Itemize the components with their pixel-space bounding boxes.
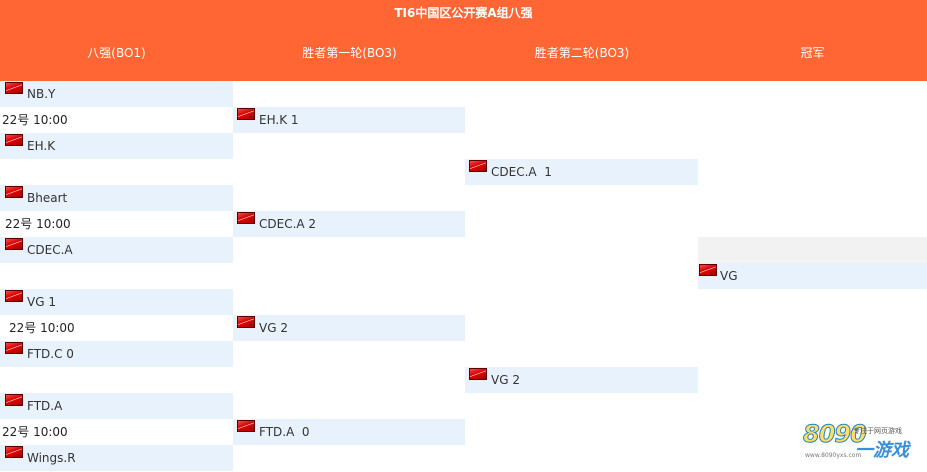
team-flag-icon <box>5 82 23 94</box>
round-title-quarterfinal: 八强(BO1) <box>87 46 146 60</box>
logo-url: www.8090yxs.com <box>805 452 862 459</box>
team-name: FTD.A 0 <box>259 425 310 439</box>
match-time: 22号 10:00 <box>5 217 71 231</box>
team-flag-icon <box>469 368 487 380</box>
winners-round-2-slot: CDEC.A 1 <box>465 159 698 185</box>
team-name: Bheart <box>27 191 68 205</box>
quarterfinal-team-slot: Bheart <box>0 185 233 211</box>
round-title-champion: 冠军 <box>800 46 825 60</box>
team-flag-icon <box>5 446 23 458</box>
team-flag-icon <box>5 342 23 354</box>
match-time-row: 22号 10:00 <box>0 211 233 237</box>
team-name: NB.Y <box>27 87 56 101</box>
match-time-row: 22号 10:00 <box>0 107 233 133</box>
team-name: CDEC.A 2 <box>259 217 317 231</box>
logo-text: 一游戏 <box>855 440 909 461</box>
team-flag-icon <box>5 394 23 406</box>
site-logo: 8090 专注于网页游戏 一游戏 www.8090yxs.com <box>803 418 923 468</box>
team-flag-icon <box>5 186 23 198</box>
match-time-row: 22号 10:00 <box>0 419 233 445</box>
quarterfinal-team-slot: FTD.A <box>0 393 233 419</box>
champion-name: VG <box>720 269 738 283</box>
winners-round-2-slot: VG 2 <box>465 367 698 393</box>
team-flag-icon <box>237 420 255 432</box>
match-time: 22号 10:00 <box>2 425 68 439</box>
team-name: VG 2 <box>491 373 520 387</box>
bracket-header: TI6中国区公开赛A组八强 八强(BO1) 胜者第一轮(BO3) 胜者第二轮(B… <box>0 0 927 81</box>
bracket-title: TI6中国区公开赛A组八强 <box>394 6 533 20</box>
quarterfinal-team-slot: CDEC.A <box>0 237 233 263</box>
team-name: VG 1 <box>27 295 56 309</box>
logo-number: 8090 <box>803 420 868 449</box>
team-name: CDEC.A 1 <box>491 165 552 179</box>
round-title-winners-round-1: 胜者第一轮(BO3) <box>302 46 397 60</box>
winners-round-1-slot: EH.K 1 <box>233 107 465 133</box>
team-flag-icon <box>5 290 23 302</box>
team-flag-icon <box>237 316 255 328</box>
winners-round-1-slot: FTD.A 0 <box>233 419 465 445</box>
champion-slot: VG <box>698 263 927 289</box>
logo-tagline: 专注于网页游戏 <box>853 427 902 435</box>
match-time-row: 22号 10:00 <box>0 315 233 341</box>
team-name: EH.K <box>27 139 56 153</box>
team-name: Wings.R <box>27 451 76 465</box>
quarterfinal-team-slot: VG 1 <box>0 289 233 315</box>
quarterfinal-team-slot: NB.Y <box>0 81 233 107</box>
team-name: FTD.A <box>27 399 63 413</box>
team-flag-icon <box>5 238 23 250</box>
match-time: 22号 10:00 <box>2 113 68 127</box>
team-flag-icon <box>5 134 23 146</box>
winners-round-1-slot: CDEC.A 2 <box>233 211 465 237</box>
team-flag-icon <box>237 212 255 224</box>
team-flag-icon <box>237 108 255 120</box>
quarterfinal-team-slot: EH.K <box>0 133 233 159</box>
team-name: EH.K 1 <box>259 113 299 127</box>
quarterfinal-team-slot: FTD.C 0 <box>0 341 233 367</box>
team-name: CDEC.A <box>27 243 73 257</box>
champion-spacer <box>698 237 927 263</box>
team-flag-icon <box>469 160 487 172</box>
team-name: FTD.C 0 <box>27 347 74 361</box>
match-time: 22号 10:00 <box>9 321 75 335</box>
winners-round-1-slot: VG 2 <box>233 315 465 341</box>
team-flag-icon <box>699 264 717 276</box>
round-title-winners-round-2: 胜者第二轮(BO3) <box>534 46 630 60</box>
quarterfinal-team-slot: Wings.R <box>0 445 233 471</box>
team-name: VG 2 <box>259 321 288 335</box>
